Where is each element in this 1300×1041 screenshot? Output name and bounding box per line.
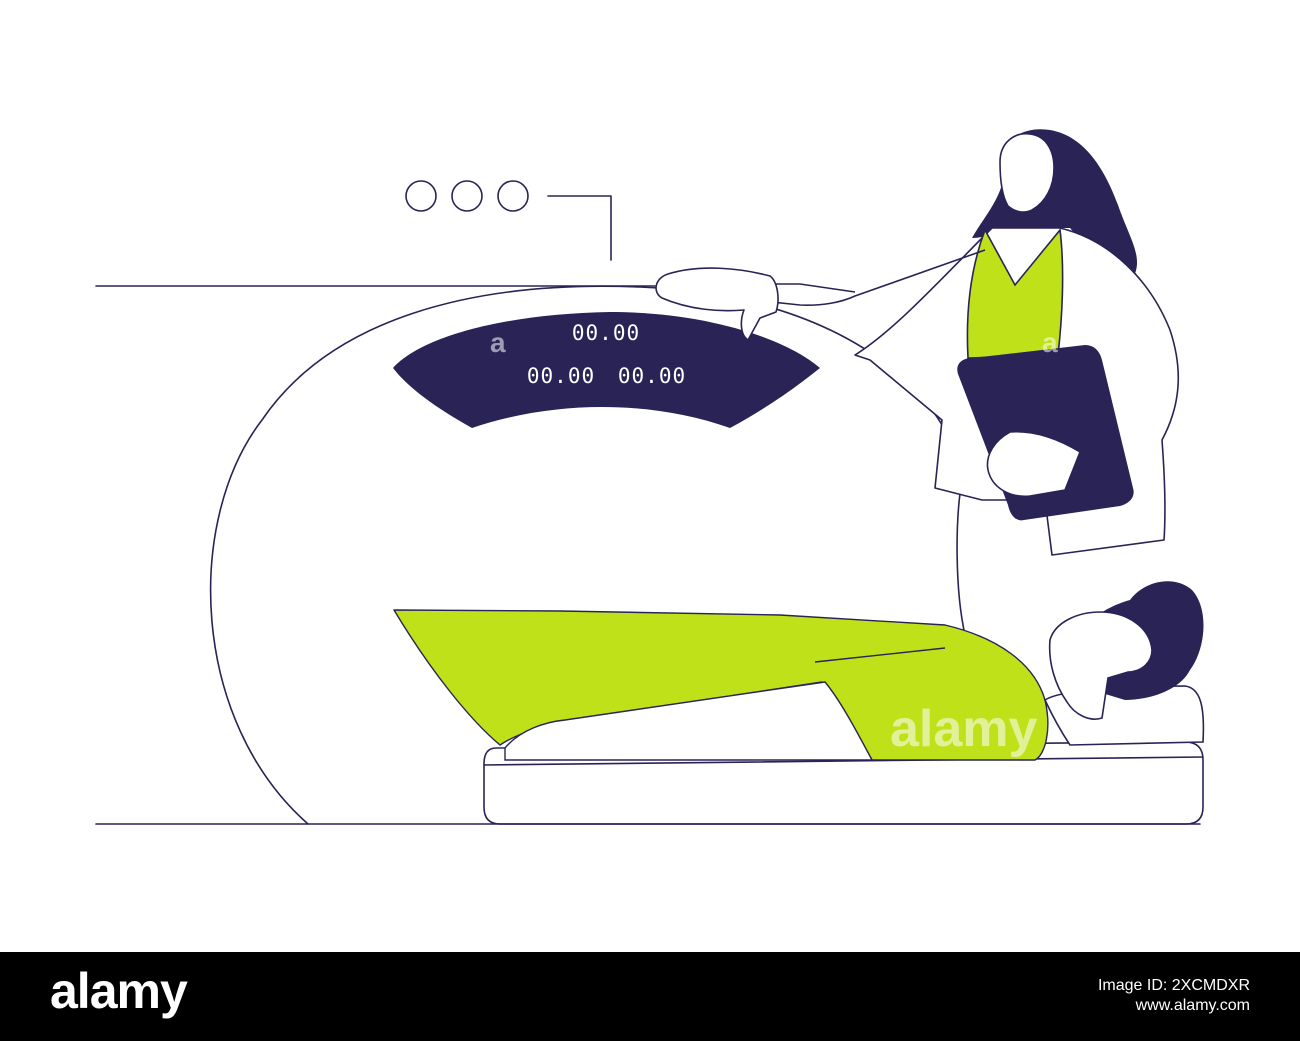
watermark-faint-2: a — [1042, 327, 1058, 358]
mri-scan-illustration: 00.00 00.00 00.00 alamy a a — [95, 129, 1205, 825]
watermark-faint-1: a — [490, 327, 506, 358]
display-reading-right: 00.00 — [618, 364, 686, 388]
footer-image-info: Image ID: 2XCMDXR www.alamy.com — [1098, 976, 1250, 1016]
indicator-connector — [547, 195, 612, 261]
blanket-fold-line — [814, 647, 946, 663]
table-top-line — [483, 756, 1204, 766]
display-reading-left: 00.00 — [527, 364, 595, 388]
stock-footer-bar: alamy Image ID: 2XCMDXR www.alamy.com — [0, 952, 1300, 1041]
display-reading-main: 00.00 — [572, 321, 640, 345]
footer-logo: alamy — [50, 963, 188, 1019]
doctor-hand — [655, 267, 779, 341]
mri-scanner-housing — [209, 285, 946, 825]
patient-head — [1048, 611, 1153, 720]
indicator-dot-3 — [497, 180, 529, 212]
footer-site: www.alamy.com — [1135, 997, 1250, 1014]
patient-table — [483, 741, 1204, 825]
patient-figure — [393, 581, 1205, 761]
watermark-center: alamy — [890, 700, 1038, 758]
scanner-display-panel — [393, 312, 820, 428]
indicator-dot-2 — [451, 180, 483, 212]
indicator-dot-1 — [405, 180, 437, 212]
patient-arm — [504, 681, 874, 761]
doctor-holding-hand — [986, 430, 1081, 497]
mri-bore-opening — [956, 479, 966, 636]
footer-image-id: Image ID: 2XCMDXR — [1097, 977, 1250, 994]
doctor-face — [999, 133, 1055, 213]
doctor-figure — [655, 129, 1180, 556]
